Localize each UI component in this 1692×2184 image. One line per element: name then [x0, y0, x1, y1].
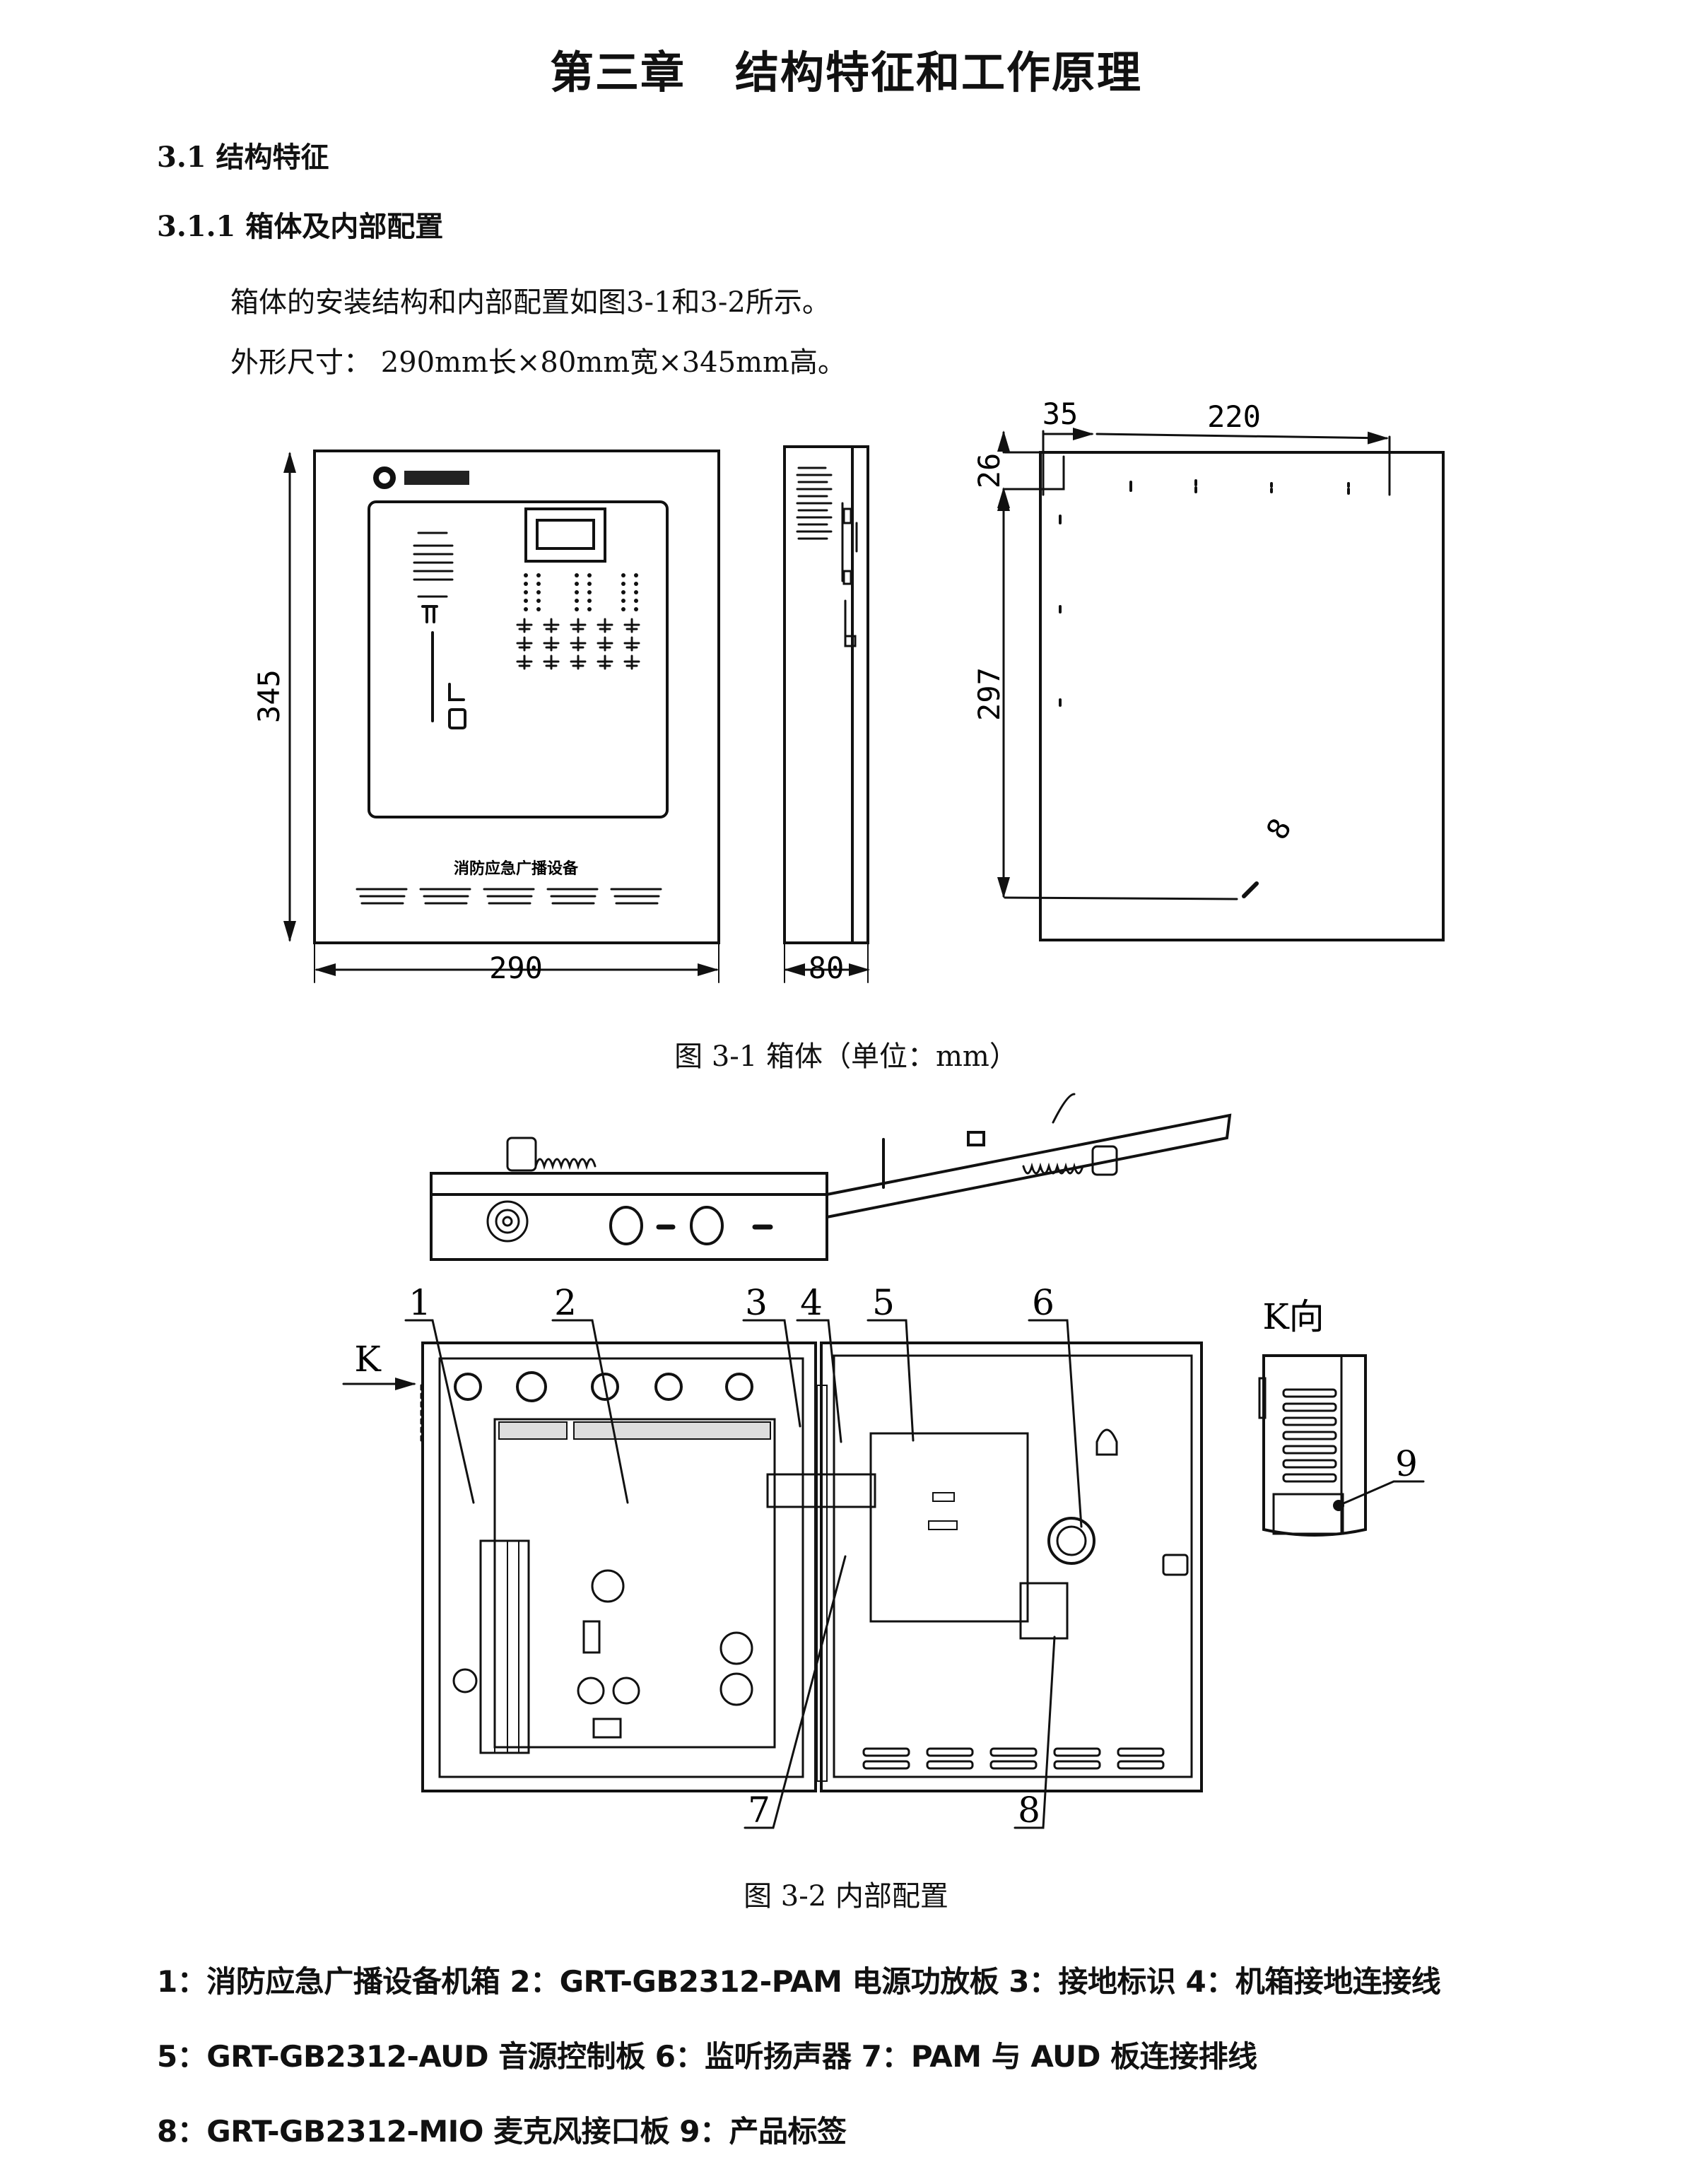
chapter-name: 结构特征和工作原理: [735, 47, 1143, 98]
callout-leaders: [404, 1319, 1083, 1829]
callout-8: 8: [1018, 1790, 1040, 1831]
product-label: [1272, 1493, 1344, 1535]
front-view-drawing: [283, 450, 720, 983]
front-door-window: [368, 500, 669, 818]
fan-grille-icon: [486, 1200, 529, 1243]
callout-6: 6: [1032, 1282, 1054, 1323]
side-view-drawing: [783, 445, 870, 983]
back-dim-297: 297: [972, 667, 1006, 721]
ribbon-cable: [766, 1473, 876, 1508]
callout-leader-9: [1337, 1480, 1425, 1507]
front-height-dim: 345: [252, 669, 286, 723]
door-lock-icon: [1162, 1554, 1189, 1576]
legend-line-2: 5：GRT-GB2312-AUD 音源控制板 6：监听扬声器 7：PAM 与 A…: [157, 2039, 1257, 2074]
front-panel-label: 消防应急广播设备: [454, 859, 579, 878]
section-heading-3-1-1: 3.1.1 箱体及内部配置: [157, 210, 444, 243]
callout-9: 9: [1395, 1443, 1418, 1484]
k-view-drawing: [1258, 1354, 1425, 1537]
speaker-grille-icon: [413, 532, 454, 598]
k-view-title: K向: [1262, 1296, 1324, 1337]
paragraph-dimensions: 外形尺寸： 290mm长×80mm宽×345mm高。: [230, 346, 846, 379]
callout-1: 1: [409, 1282, 431, 1323]
aud-board: [869, 1432, 1029, 1623]
front-vents: [356, 888, 662, 905]
knockout-hole: [609, 1206, 643, 1245]
keypad: [516, 618, 640, 670]
legend-line-3: 8：GRT-GB2312-MIO 麦克风接口板 9：产品标签: [157, 2114, 847, 2149]
paragraph-install-structure: 箱体的安装结构和内部配置如图3-1和3-2所示。: [230, 286, 830, 319]
figure-3-2-caption: 图 3-2 内部配置: [744, 1880, 948, 1913]
side-hinge-icon: [841, 502, 858, 647]
cabinet-door: [820, 1341, 1203, 1792]
legend-line-1: 1：消防应急广播设备机箱 2：GRT-GB2312-PAM 电源功放板 3：接地…: [157, 1964, 1441, 1999]
cable-knockouts: [454, 1371, 753, 1402]
section-heading-3-1: 3.1 结构特征: [157, 141, 329, 174]
figure-3-1-caption: 图 3-1 箱体（单位：mm）: [674, 1040, 1018, 1073]
hanging-hole: [1095, 1428, 1118, 1456]
k-arrow-label: K: [354, 1339, 382, 1380]
front-width-dim: 290: [489, 951, 543, 985]
back-view-drawing: [997, 428, 1445, 941]
door-vents: [862, 1747, 1165, 1770]
back-dim-220: 220: [1207, 399, 1261, 434]
lcd-display: [524, 507, 606, 563]
back-dim-8: 8: [1259, 813, 1298, 845]
chapter-title: 第三章结构特征和工作原理: [0, 37, 1692, 100]
indicator-lights: [524, 573, 638, 611]
callout-3: 3: [745, 1282, 768, 1323]
dim-220-line: [1095, 431, 1389, 445]
cabinet-body: [421, 1341, 817, 1792]
top-view-drawing: [430, 1093, 1232, 1261]
back-dim-26: 26: [972, 453, 1006, 489]
mio-board: [1019, 1582, 1069, 1640]
coiled-cable-icon: [506, 1093, 1118, 1176]
brand-logo-icon: [373, 466, 469, 489]
mounting-holes: [1059, 479, 1350, 707]
heatsink: [479, 1539, 530, 1754]
callout-2: 2: [554, 1282, 577, 1323]
side-vent-icon: [796, 466, 833, 540]
internal-view-drawing: [342, 1319, 1203, 1829]
microphone-icon: [421, 605, 466, 729]
callout-4: 4: [800, 1282, 823, 1323]
monitor-speaker-icon: [1047, 1517, 1095, 1565]
knockout-hole: [690, 1206, 724, 1245]
back-dim-35: 35: [1042, 397, 1079, 431]
chapter-number: 第三章: [549, 47, 686, 98]
pam-board: [493, 1418, 776, 1749]
front-cabinet-outline: [313, 450, 720, 944]
side-depth-dim: 80: [809, 951, 845, 985]
k-view-vents: [1282, 1388, 1337, 1483]
callout-7: 7: [748, 1790, 770, 1831]
callout-5: 5: [872, 1282, 895, 1323]
